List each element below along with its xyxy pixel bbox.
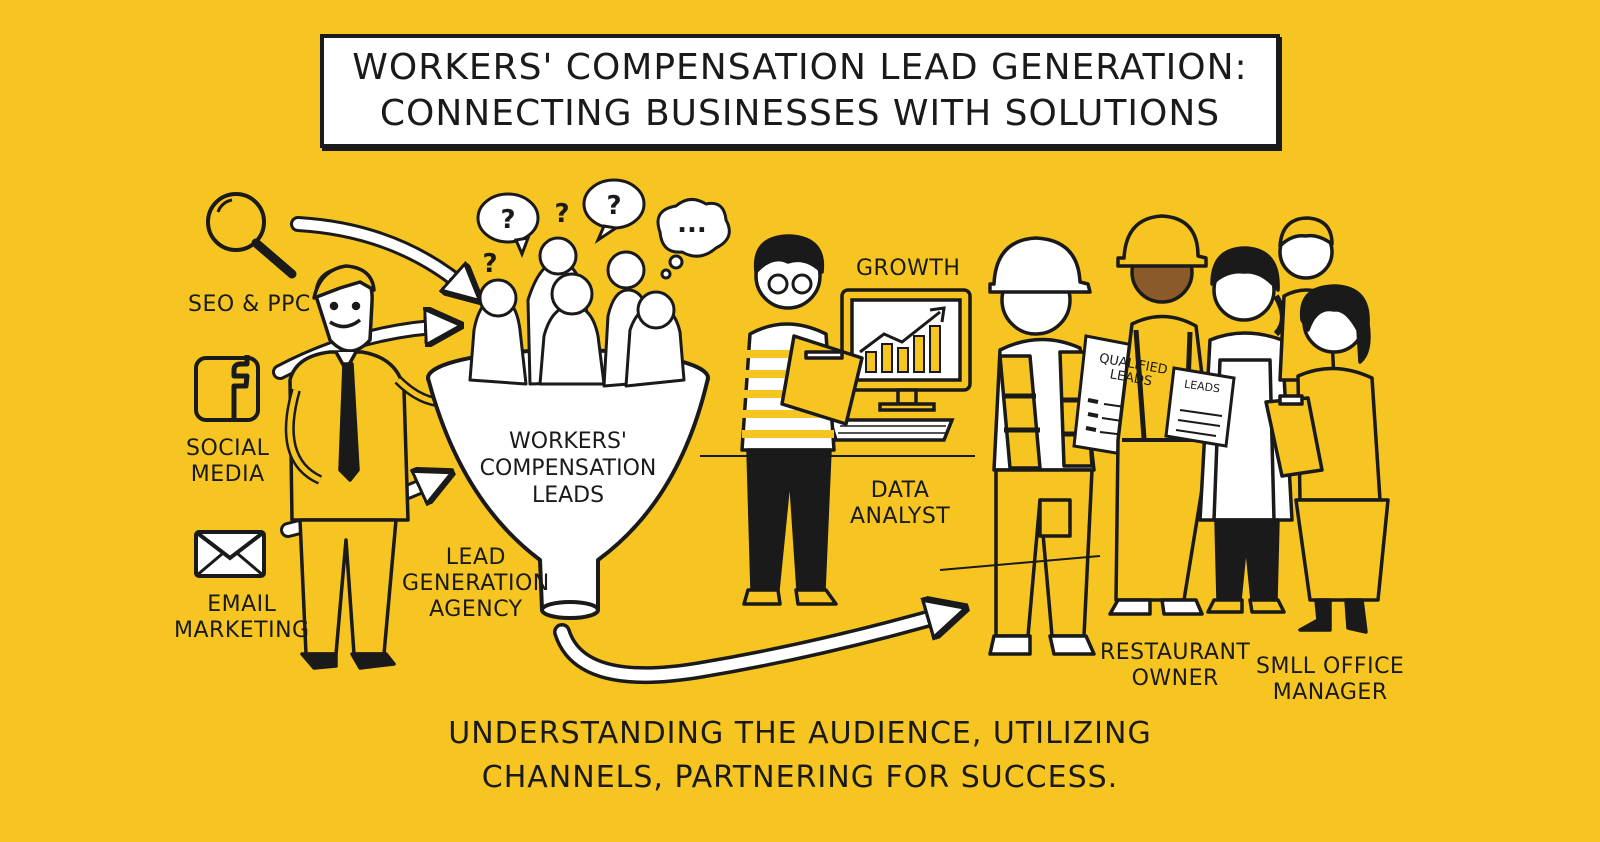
delivery-arrow xyxy=(553,612,952,685)
construction-worker xyxy=(988,236,1096,656)
bubble-mark-4: ? xyxy=(482,249,497,279)
title-line-2: CONNECTING BUSINESSES WITH SOLUTIONS xyxy=(379,93,1221,134)
title-box: WORKERS' COMPENSATION LEAD GENERATION: C… xyxy=(320,34,1280,148)
growth-monitor xyxy=(827,288,972,442)
data-analyst-label: DATA ANALYST xyxy=(850,478,951,529)
bubble-mark-1: ? xyxy=(500,205,515,235)
leads-paper xyxy=(1164,366,1236,448)
ground-line xyxy=(939,555,1101,571)
agency-person xyxy=(284,264,488,670)
agency-label: LEAD GENERATION AGENCY xyxy=(402,545,550,622)
tagline: UNDERSTANDING THE AUDIENCE, UTILIZING CH… xyxy=(360,712,1240,800)
bubble-mark-5: ... xyxy=(677,209,707,239)
envelope-icon xyxy=(194,530,266,578)
office-manager-label: SMLL OFFICE MANAGER xyxy=(1256,654,1405,705)
growth-label: GROWTH xyxy=(856,256,961,281)
funnel-label: WORKERS' COMPENSATION LEADS xyxy=(479,429,657,508)
question-marks: ? ? ? ? ... xyxy=(482,191,706,279)
restaurant-owner-label: RESTAURANT OWNER xyxy=(1100,640,1251,691)
tagline-line-2: CHANNELS, PARTNERING FOR SUCCESS. xyxy=(481,760,1119,795)
tagline-line-1: UNDERSTANDING THE AUDIENCE, UTILIZING xyxy=(448,716,1152,751)
seo-ppc-label: SEO & PPC xyxy=(188,292,311,317)
leads-funnel xyxy=(426,236,710,620)
data-analyst-person xyxy=(740,234,864,606)
bubble-mark-2: ? xyxy=(554,199,569,229)
question-bubbles xyxy=(476,178,731,280)
bubble-mark-3: ? xyxy=(606,191,621,221)
facebook-icon xyxy=(194,355,260,422)
email-marketing-label: EMAIL MARKETING xyxy=(174,592,310,643)
social-media-label: SOCIAL MEDIA xyxy=(186,436,270,487)
title-line-1: WORKERS' COMPENSATION LEAD GENERATION: xyxy=(352,47,1248,88)
office-manager-person xyxy=(1264,284,1390,634)
magnifier-icon xyxy=(206,192,297,279)
